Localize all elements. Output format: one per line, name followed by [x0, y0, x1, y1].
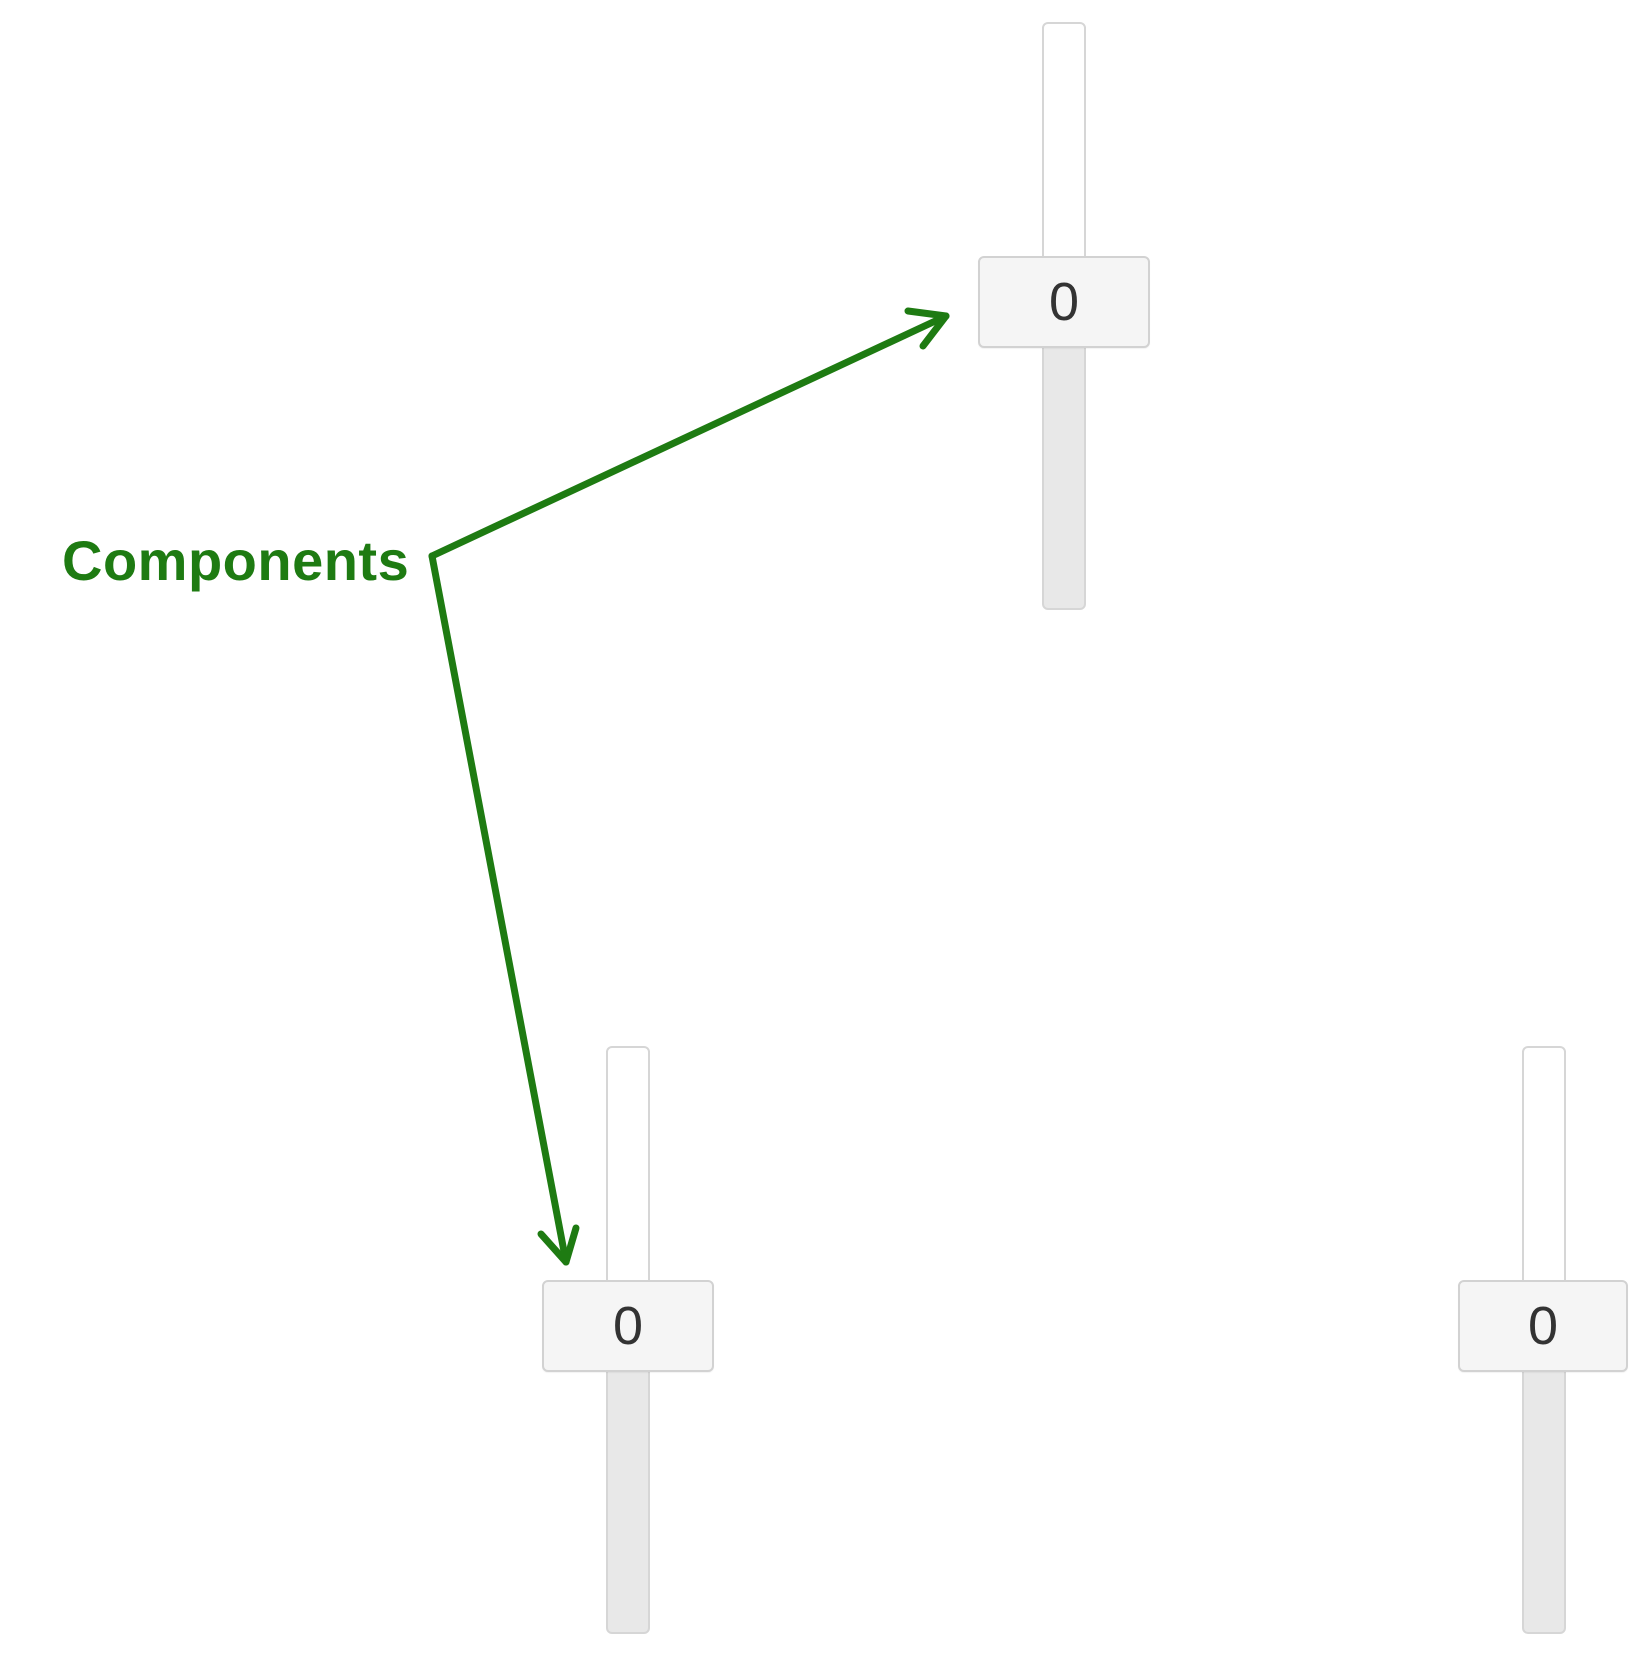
vertical-slider-top[interactable]: 0 — [978, 22, 1150, 610]
slider-handle[interactable]: 0 — [1458, 1280, 1628, 1372]
slider-value: 0 — [1048, 272, 1080, 332]
arrow-line-top — [428, 312, 950, 560]
arrow-line-left — [428, 552, 570, 1266]
slider-value: 0 — [1527, 1296, 1559, 1356]
arrow-to-top-slider — [428, 307, 950, 560]
vertical-slider-bottom-left[interactable]: 0 — [542, 1046, 714, 1634]
slider-handle[interactable]: 0 — [978, 256, 1150, 348]
slider-handle[interactable]: 0 — [542, 1280, 714, 1372]
arrow-to-left-slider — [428, 552, 580, 1266]
vertical-slider-bottom-right[interactable]: 0 — [1458, 1046, 1628, 1634]
slider-value: 0 — [612, 1296, 644, 1356]
arrowhead-left-icon — [537, 1224, 580, 1266]
components-label: Components — [62, 529, 410, 592]
arrowhead-top-icon — [904, 307, 950, 350]
